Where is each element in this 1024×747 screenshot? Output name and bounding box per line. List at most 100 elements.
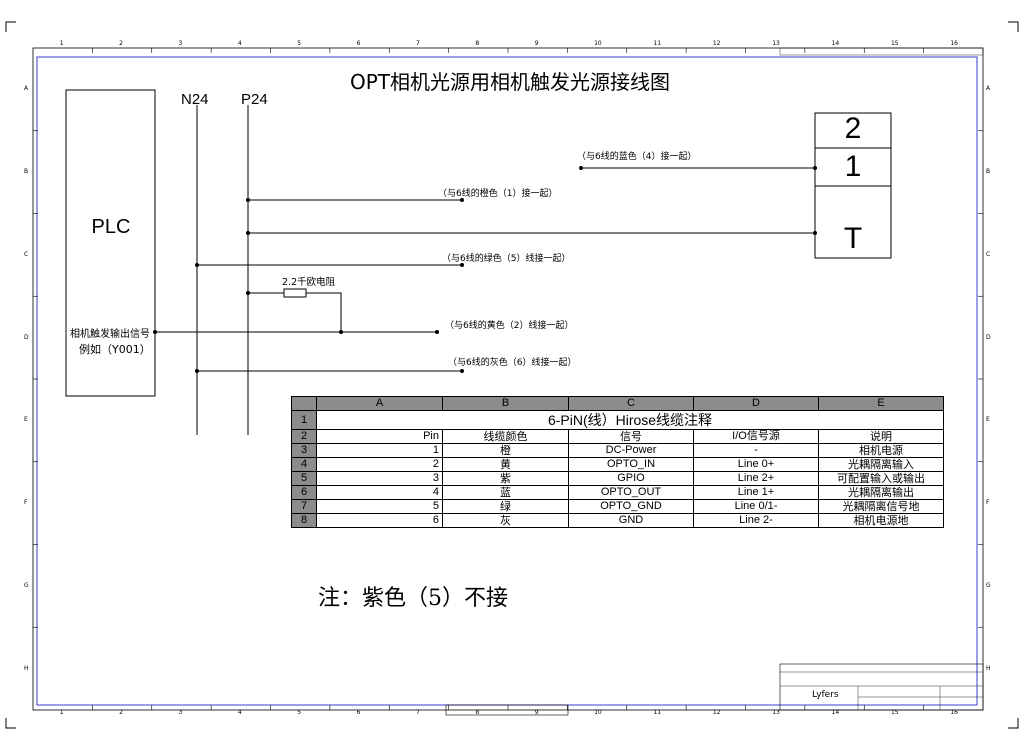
table-cell: 黄 — [442, 457, 569, 472]
table-row: 4 2 黄 OPTO_IN Line 0+ 光耦隔离输入 — [291, 457, 944, 472]
frame-row-letter: C — [24, 250, 29, 258]
resistor-lead-right — [306, 292, 342, 332]
frame-row-letter: H — [986, 664, 991, 672]
resistor-node — [246, 291, 250, 295]
terminal-2: 2 — [844, 112, 862, 145]
frame-column-number: 13 — [772, 40, 780, 47]
table-row-number: 3 — [291, 443, 317, 458]
plc-box — [65, 89, 156, 397]
frame-column-number: 13 — [772, 709, 780, 716]
frame-row-letter: G — [986, 581, 991, 589]
wire-trigger-dot-start — [246, 231, 250, 235]
table-row-number: 7 — [291, 499, 317, 514]
frame-row-letter: B — [986, 168, 991, 176]
wire-label-yellow: （与6线的黄色（2）线接一起） — [445, 321, 574, 331]
table-row: 6 4 蓝 OPTO_OUT Line 1+ 光耦隔离输出 — [291, 485, 944, 500]
frame-column-number: 3 — [178, 709, 183, 716]
table-cell: - — [693, 443, 819, 458]
table-cell: 灰 — [442, 513, 569, 528]
diagram-title: OPT相机光源用相机触发光源接线图 — [349, 70, 671, 94]
frame-row-letter: H — [24, 664, 29, 672]
table-corner — [291, 396, 317, 411]
table-cell: 可配置输入或输出 — [818, 471, 944, 486]
plc-label: PLC — [91, 216, 131, 238]
table-row: 3 1 橙 DC-Power - 相机电源 — [291, 443, 944, 458]
wire-label-green: （与6线的绿色（5）线接一起） — [442, 254, 571, 264]
plc-output-example: 例如（Y001） — [79, 343, 151, 356]
frame-column-number: 16 — [950, 40, 958, 47]
frame-column-number: 7 — [415, 40, 420, 47]
wire-label-blue: （与6线的蓝色（4）接一起） — [577, 152, 697, 162]
table-cell: 相机电源地 — [818, 513, 944, 528]
frame-column-number: 6 — [356, 709, 361, 716]
frame-column-number: 2 — [119, 40, 123, 47]
frame-row-letter: G — [24, 581, 29, 589]
frame-column-number: 9 — [534, 40, 539, 47]
table-cell: GPIO — [568, 471, 694, 486]
table-cell: 绿 — [442, 499, 569, 514]
frame-column-number: 16 — [950, 709, 958, 716]
table-cell: Line 0+ — [693, 457, 819, 472]
table-row: 8 6 灰 GND Line 2- 相机电源地 — [291, 513, 944, 528]
corner-mark-tl — [5, 21, 16, 32]
table-header-cell: Pin — [316, 429, 443, 444]
table-cell: 光耦隔离输出 — [818, 485, 944, 500]
frame-column-number: 3 — [178, 40, 183, 47]
corner-mark-tr — [1008, 21, 1019, 32]
wire-yellow-dot-end — [435, 330, 439, 334]
table-cell: 橙 — [442, 443, 569, 458]
frame-column-number: 10 — [594, 709, 602, 716]
frame-row-letter: E — [24, 416, 28, 424]
frame-row-letter: D — [24, 333, 29, 341]
table-cell: 1 — [316, 443, 443, 458]
table-cell: GND — [568, 513, 694, 528]
revision-block — [779, 47, 984, 56]
bus-p24-label: P24 — [241, 91, 268, 108]
frame-row-letter: A — [24, 85, 29, 93]
frame-column-number: 11 — [653, 40, 662, 47]
frame-column-number: 2 — [119, 709, 123, 716]
frame-column-number: 5 — [297, 40, 302, 47]
wire-green-dot-end — [460, 263, 464, 267]
frame-column-number: 8 — [475, 40, 480, 47]
frame-column-number: 1 — [59, 40, 64, 47]
table-cell: 光耦隔离输入 — [818, 457, 944, 472]
frame-column-number: 7 — [415, 709, 420, 716]
plc-output-label: 相机触发输出信号 — [70, 329, 150, 340]
title-block-author: Lyfers — [812, 690, 839, 700]
frame-row-letter: D — [986, 333, 991, 341]
note-text: 注：紫色（5）不接 — [318, 586, 508, 611]
frame-row-letter: E — [986, 416, 990, 424]
frame-column-number: 1 — [59, 709, 64, 716]
wire-label-gray: （与6线的灰色（6）线接一起） — [448, 358, 577, 368]
wire-gray-dot-start — [195, 369, 199, 373]
table-cell: 紫 — [442, 471, 569, 486]
table-cell: 3 — [316, 471, 443, 486]
frame-row-letter: B — [24, 168, 29, 176]
table-cell: OPTO_GND — [568, 499, 694, 514]
table-col-header-row: A B C D E — [291, 396, 944, 411]
table-col-letter: B — [442, 396, 569, 411]
wire-green-dot-start — [195, 263, 199, 267]
table-row-number: 1 — [291, 410, 317, 430]
terminal-1: 1 — [844, 150, 862, 183]
frame-column-number: 8 — [475, 709, 480, 716]
table-row: 5 3 紫 GPIO Line 2+ 可配置输入或输出 — [291, 471, 944, 486]
resistor-symbol — [283, 288, 307, 298]
wire-blue-dot — [579, 166, 583, 170]
corner-mark-br — [1008, 718, 1019, 729]
table-header-cell: 说明 — [818, 429, 944, 444]
table-row-number: 4 — [291, 457, 317, 472]
frame-column-number: 11 — [653, 709, 662, 716]
table-col-letter: C — [568, 396, 694, 411]
table-cell: 2 — [316, 457, 443, 472]
frame-column-number: 10 — [594, 40, 602, 47]
table-cell: 5 — [316, 499, 443, 514]
table-col-letter: A — [316, 396, 443, 411]
title-block — [779, 663, 984, 711]
frame-column-number: 15 — [890, 709, 899, 716]
table-cell: 蓝 — [442, 485, 569, 500]
terminal-t: T — [843, 222, 863, 255]
table-row-number: 5 — [291, 471, 317, 486]
